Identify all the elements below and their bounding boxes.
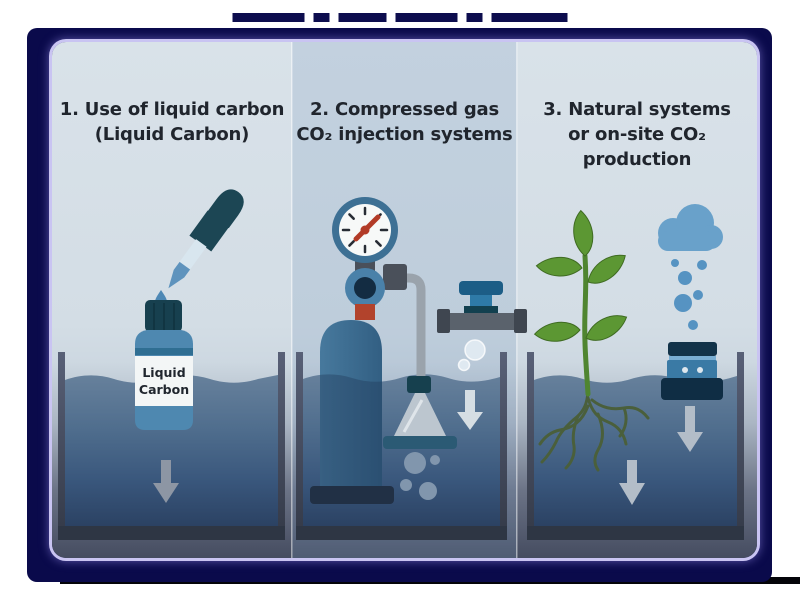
panel2-heading: 2. Compressed gas CO₂ injection systems [296, 99, 513, 145]
down-arrow-icon [153, 460, 179, 503]
panel-divider [516, 42, 518, 558]
down-arrow-icon [619, 460, 645, 505]
panel3-heading: 3. Natural systems or on-site CO₂ produc… [543, 99, 731, 170]
infographic-card: 1. Use of liquid carbon (Liquid Carbon) … [52, 42, 757, 558]
bottle-icon [135, 300, 193, 430]
title-fragment [338, 13, 387, 22]
inline-diffuser-icon [661, 342, 723, 400]
t-valve-icon [437, 281, 527, 333]
bubble-icon [457, 339, 486, 372]
diffuser-funnel-icon [383, 376, 457, 449]
panel-divider [291, 42, 293, 558]
title-fragment [491, 13, 568, 22]
pipe-icon [400, 273, 426, 385]
down-arrow-icon [457, 390, 483, 430]
water-tank1 [65, 375, 278, 526]
title-fragment [313, 13, 330, 22]
gas-cylinder-icon [310, 320, 394, 504]
plant-icon [533, 209, 628, 397]
cloud-icon [658, 204, 723, 251]
panel1-heading: 1. Use of liquid carbon (Liquid Carbon) [59, 99, 285, 145]
water-overlay-1 [65, 375, 278, 526]
infographic-art [58, 42, 744, 558]
title-fragment [466, 13, 483, 22]
valve-knob-icon [345, 264, 407, 320]
bottle-label: Liquid Carbon [138, 365, 190, 397]
title-fragment [232, 13, 305, 22]
title-fragment [395, 13, 458, 22]
roots-icon [538, 390, 650, 472]
dropper-icon [168, 189, 244, 289]
down-arrow-icon [677, 406, 703, 452]
water-overlay-2 [303, 374, 500, 526]
water-tank-walls [58, 352, 744, 540]
co2-bubbles-underwater [400, 452, 440, 500]
cropped-title-fragments [232, 13, 568, 22]
co2-dots-icon [671, 259, 707, 330]
